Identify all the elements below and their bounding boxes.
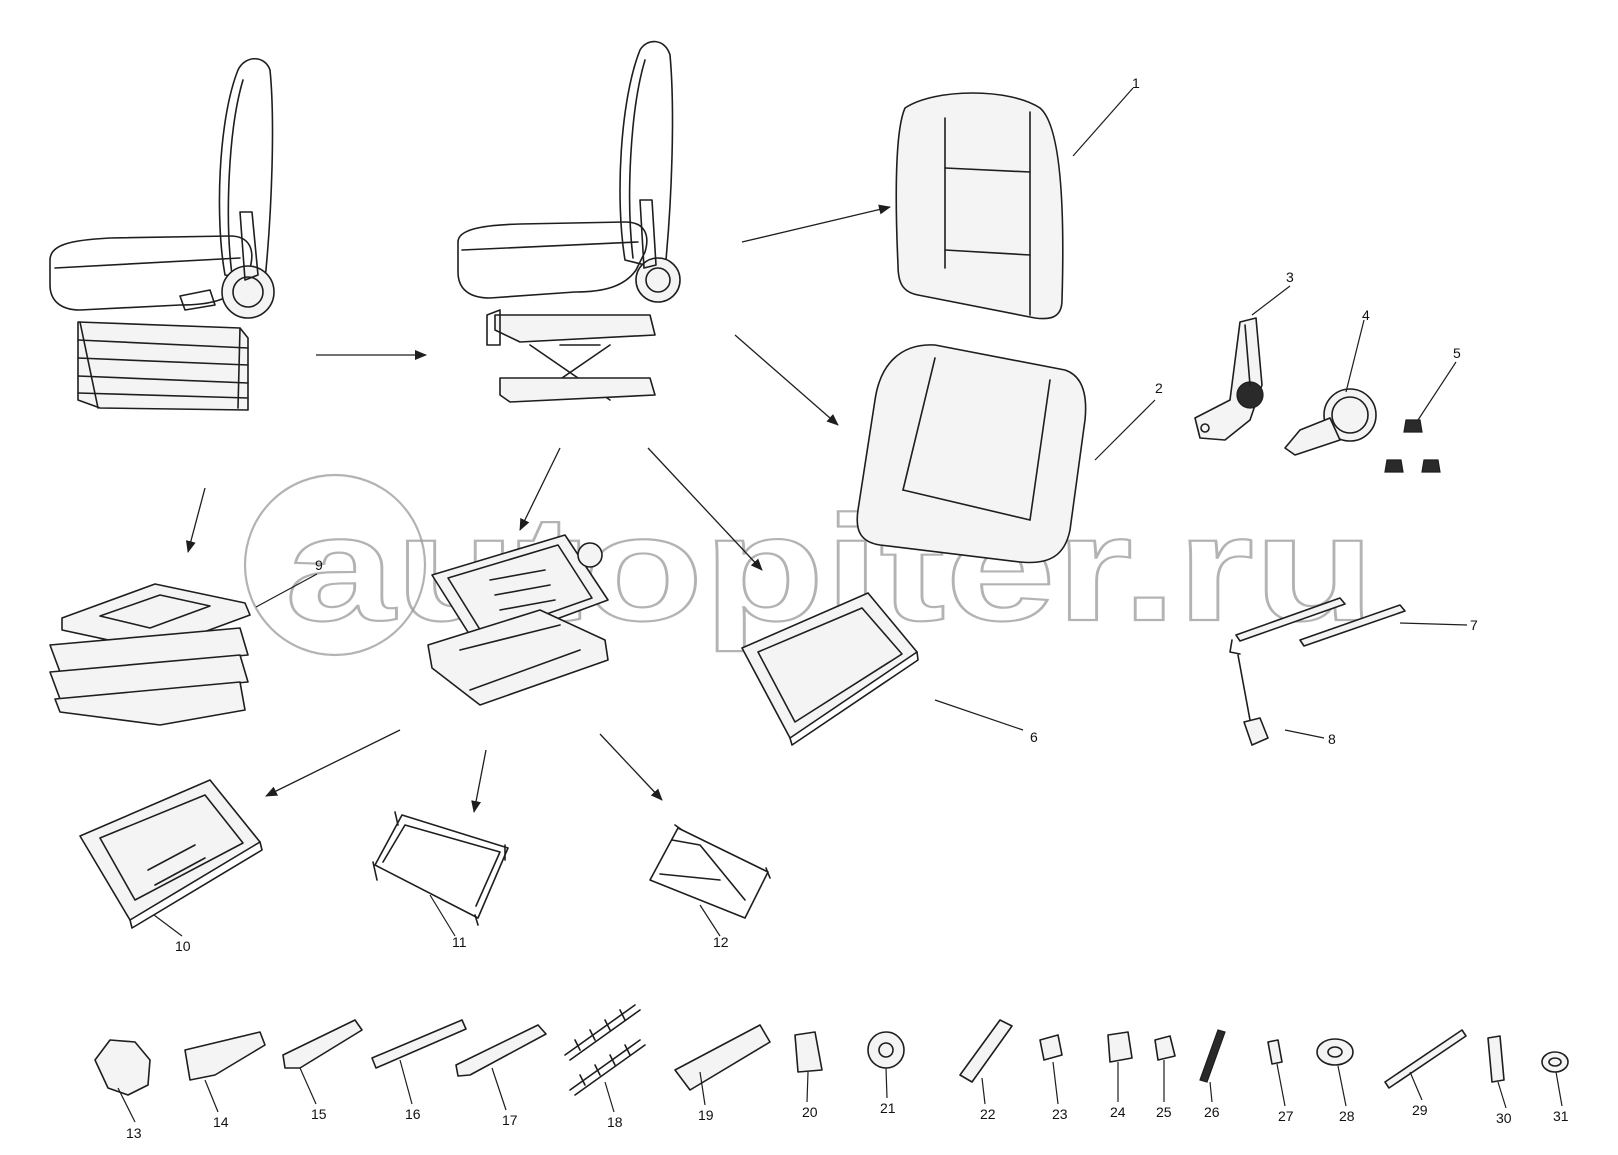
- part-13-knob: [94, 1039, 151, 1096]
- label-24: 24: [1110, 1104, 1126, 1120]
- part-11-scissor-frame: [372, 811, 509, 926]
- part-30-stud: [1487, 1035, 1505, 1083]
- part-29-long-rod: [1384, 1029, 1467, 1089]
- part-12-lower-arm: [649, 824, 771, 919]
- label-14: 14: [213, 1114, 229, 1130]
- label-22: 22: [980, 1106, 996, 1122]
- part-2-seat-cushion: [856, 344, 1087, 564]
- label-26: 26: [1204, 1104, 1220, 1120]
- part-28-washer: [1316, 1038, 1354, 1066]
- label-19: 19: [698, 1107, 714, 1123]
- label-21: 21: [880, 1100, 896, 1116]
- part-14-bracket: [184, 1031, 266, 1081]
- label-15: 15: [311, 1106, 327, 1122]
- part-18-springs: [564, 1004, 646, 1096]
- part-24-spacer: [1107, 1031, 1133, 1063]
- label-20: 20: [802, 1104, 818, 1120]
- suspension-mechanism: [427, 534, 609, 706]
- part-27-pin: [1267, 1039, 1283, 1065]
- part-25-nut: [1154, 1035, 1176, 1061]
- part-16-rod: [371, 1019, 467, 1069]
- assembly-arrows: [185, 204, 891, 813]
- part-17-lever-plate: [455, 1024, 547, 1077]
- label-6: 6: [1030, 729, 1038, 745]
- label-9: 9: [315, 557, 323, 573]
- label-11: 11: [452, 934, 467, 950]
- part-9-bellows-boot: [49, 583, 251, 726]
- part-31-grommet: [1541, 1051, 1569, 1073]
- label-1: 1: [1132, 75, 1140, 91]
- label-18: 18: [607, 1114, 623, 1130]
- label-12: 12: [713, 934, 729, 950]
- label-16: 16: [405, 1106, 421, 1122]
- part-3-recliner-bracket: [1194, 317, 1264, 441]
- small-parts-row: [94, 1004, 1569, 1096]
- label-5: 5: [1453, 345, 1461, 361]
- part-7-slide-rails: [1229, 597, 1406, 655]
- part-20-bumper: [794, 1031, 823, 1073]
- label-10: 10: [175, 938, 191, 954]
- label-4: 4: [1362, 307, 1370, 323]
- part-15-plate: [282, 1019, 363, 1069]
- part-6-seat-pan-frame: [741, 592, 919, 746]
- seat-assembly-bellows: [49, 57, 275, 411]
- label-17: 17: [502, 1112, 518, 1128]
- part-23-small-bushing: [1039, 1034, 1063, 1061]
- label-29: 29: [1412, 1102, 1428, 1118]
- part-19-damper: [674, 1024, 771, 1091]
- part-26-bolt: [1199, 1029, 1226, 1083]
- seat-assembly-scissor: [457, 40, 681, 403]
- part-10-base-plate: [79, 779, 263, 929]
- leader-lines: [117, 87, 1563, 1123]
- label-13: 13: [126, 1125, 142, 1141]
- label-25: 25: [1156, 1104, 1172, 1120]
- label-3: 3: [1286, 269, 1294, 285]
- part-21-bushing: [867, 1031, 905, 1069]
- label-23: 23: [1052, 1106, 1068, 1122]
- part-1-backrest-cushion: [895, 92, 1064, 320]
- label-27: 27: [1278, 1108, 1294, 1124]
- label-28: 28: [1339, 1108, 1355, 1124]
- part-22-sleeve: [959, 1019, 1013, 1083]
- part-number-labels: 1 2 3 4 5 6 7 8 9 10 11 12 13 14 15 16 1…: [126, 75, 1569, 1141]
- watermark-logo-ring: [243, 473, 427, 657]
- label-30: 30: [1496, 1110, 1512, 1126]
- part-5-screws: [1384, 419, 1441, 473]
- label-31: 31: [1553, 1108, 1569, 1124]
- label-2: 2: [1155, 380, 1163, 396]
- part-8-lever-knob: [1237, 654, 1269, 746]
- part-4-recliner-cover: [1284, 388, 1377, 456]
- label-7: 7: [1470, 617, 1478, 633]
- label-8: 8: [1328, 731, 1336, 747]
